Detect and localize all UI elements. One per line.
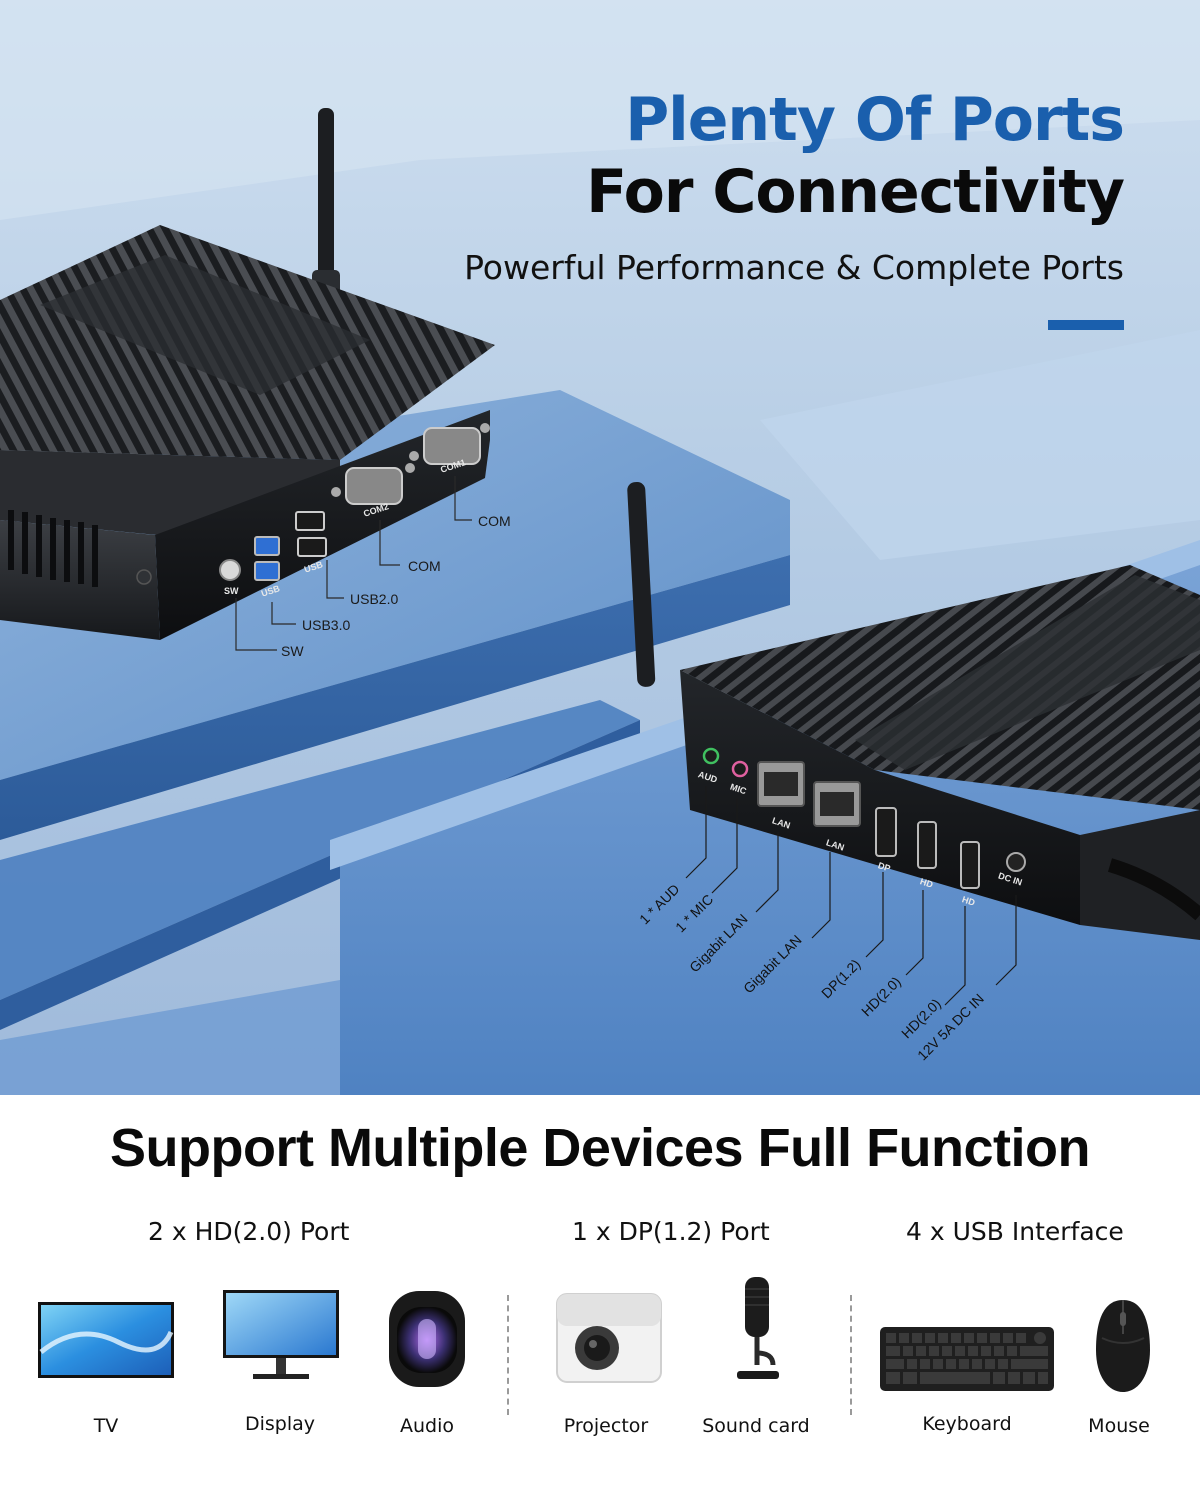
display-icon <box>223 1290 339 1389</box>
mouse-icon <box>1094 1298 1152 1399</box>
port-mark-sw: SW <box>224 586 239 596</box>
group-label-hd: 2 x HD(2.0) Port <box>148 1217 350 1246</box>
device-label-sound-card: Sound card <box>702 1415 810 1437</box>
headline-block: Plenty Of Ports For Connectivity Powerfu… <box>464 84 1125 287</box>
microphone-icon <box>733 1275 783 1390</box>
speaker-icon <box>387 1289 467 1394</box>
group-label-usb: 4 x USB Interface <box>906 1217 1124 1246</box>
hero-section: Plenty Of Ports For Connectivity Powerfu… <box>0 0 1200 1095</box>
left-mini-pc <box>0 108 495 640</box>
headline-line1: Plenty Of Ports <box>625 85 1125 155</box>
device-label-audio: Audio <box>399 1415 454 1437</box>
callout-com-2: COM <box>408 558 441 574</box>
group-divider <box>850 1295 852 1415</box>
devices-section: Support Multiple Devices Full Function 2… <box>0 1095 1200 1500</box>
callout-usb2: USB2.0 <box>350 591 399 607</box>
device-label-tv: TV <box>93 1415 119 1437</box>
group-label-dp: 1 x DP(1.2) Port <box>572 1217 770 1246</box>
accent-bar <box>1048 320 1124 330</box>
keyboard-icon <box>880 1327 1054 1396</box>
callout-com-1: COM <box>478 513 511 529</box>
callout-usb3: USB3.0 <box>302 617 351 633</box>
headline-subtitle: Powerful Performance & Complete Ports <box>464 248 1124 287</box>
device-label-projector: Projector <box>563 1415 649 1437</box>
device-label-mouse: Mouse <box>1088 1415 1150 1437</box>
devices-title: Support Multiple Devices Full Function <box>109 1118 1091 1178</box>
right-mini-pc <box>627 482 1200 940</box>
device-label-keyboard: Keyboard <box>922 1413 1012 1435</box>
group-divider <box>507 1295 509 1415</box>
device-label-display: Display <box>244 1413 316 1435</box>
headline-line2: For Connectivity <box>586 157 1125 227</box>
callout-sw: SW <box>281 643 304 659</box>
tv-icon <box>38 1302 174 1383</box>
projector-icon <box>555 1290 663 1391</box>
hero-scene <box>0 0 1200 1095</box>
